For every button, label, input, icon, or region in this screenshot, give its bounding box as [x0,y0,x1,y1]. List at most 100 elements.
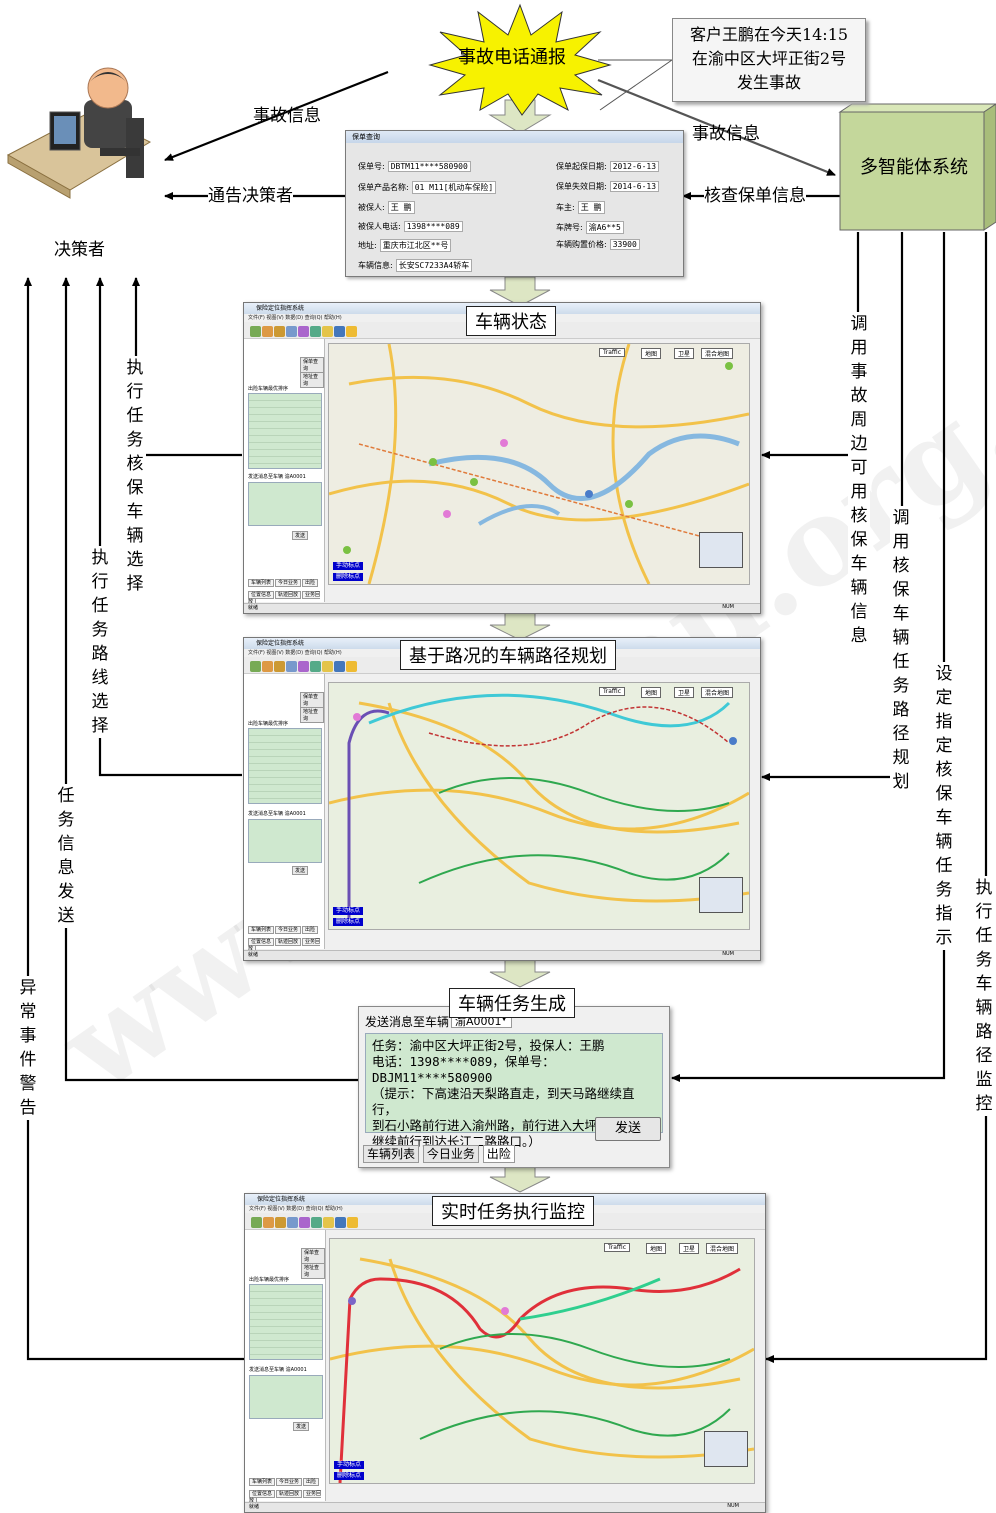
policy-end-value: 2014-6-13 [610,181,659,192]
map-view[interactable]: Traffic 地图 卫星 混合地图 手动标点 删除标点 [329,1238,755,1484]
policy-start-field: 保单起保日期:2012-6-13 [556,161,659,172]
task-generation-panel: 发送消息至车辆 渝A0001▼ 任务：渝中区大坪正街2号，投保人：王鹏 电话：1… [358,1006,670,1168]
sidebar-tabs[interactable]: 车辆列表今日业务出险 [248,926,319,933]
policy-start-value: 2012-6-13 [610,161,659,172]
traffic-button[interactable]: Traffic [604,1243,630,1252]
address-query-button[interactable]: 地址查询 [301,1263,325,1279]
hybrid-button[interactable]: 混合地图 [701,348,733,359]
vehicle-list[interactable] [248,393,322,469]
label-check-policy: 核查保单信息 [704,184,806,208]
app-sidebar: 保单查询 地址查询 出险车辆最优排序 发送消息至车辆 渝A0001 发送 车辆列… [245,1230,326,1501]
policy-price-value: 33900 [610,239,640,250]
satellite-button[interactable]: 卫星 [679,1243,699,1254]
minimap[interactable] [699,877,743,913]
map-roads [329,344,749,584]
send-to-label: 发送消息至车辆 渝A0001 [248,810,306,817]
minimap[interactable] [699,532,743,568]
accident-note-text: 客户王鹏在今天14:15 在渝中区大坪正街2号 发生事故 [673,19,865,95]
policy-product-value: 01 M11[机动车保险] [412,181,497,194]
task-send-button[interactable]: 发送 [595,1117,661,1141]
address-query-button[interactable]: 地址查询 [300,707,324,723]
vehicle-list[interactable] [248,728,322,804]
hybrid-button[interactable]: 混合地图 [706,1243,738,1254]
map-button[interactable]: 地图 [646,1243,666,1254]
manual-mark-button[interactable]: 手动标点 [333,907,363,915]
map-view[interactable]: Traffic 地图 卫星 混合地图 手动标点 删除标点 [328,682,750,930]
mas-label: 多智能体系统 [860,156,968,180]
status-bar: 就绪NUM [245,1502,765,1512]
policy-owner-label: 车主: [556,203,575,212]
tab-out[interactable]: 出险 [483,1145,515,1163]
policy-no-field: 保单号:DBTM11****580900 [358,161,471,172]
policy-query-window: 保单查询 保单号:DBTM11****580900 保单起保日期:2012-6-… [345,130,684,277]
policy-insured-value: 王 鹏 [388,201,415,214]
app-sidebar: 保单查询 地址查询 出险车辆最优排序 发送消息至车辆 渝A0001 发送 车辆列… [244,674,325,949]
vehicle-status-window: 保险定位指挥系统 文件(F) 视图(V) 数据(D) 查询(Q) 帮助(H) 保… [243,302,761,614]
map-roads [329,683,749,929]
map-roads [330,1239,754,1483]
map-view[interactable]: Traffic 地图 卫星 混合地图 手动标点 删除标点 [328,343,750,585]
policy-end-label: 保单失效日期: [556,182,607,191]
delete-mark-button[interactable]: 删除标点 [333,918,363,926]
label-exec-vehicle: 执行任务核保车辆选择 [124,356,146,596]
policy-address-value: 重庆市江北区**号 [380,239,452,252]
panel-title-task-gen: 车辆任务生成 [449,988,575,1018]
label-anomaly: 异常事件警告 [17,976,39,1120]
message-box[interactable] [249,1375,323,1419]
policy-product-field: 保单产品名称:01 M11[机动车保险] [358,181,496,194]
policy-vehicle-value: 长安SC7233A4轿车 [396,259,473,272]
manual-mark-button[interactable]: 手动标点 [334,1461,364,1469]
decision-maker-label: 决策者 [54,238,105,262]
satellite-button[interactable]: 卫星 [674,687,694,698]
task-send-label: 发送消息至车辆 [365,1013,449,1030]
label-accident-info-left: 事故信息 [253,104,321,128]
policy-price-field: 车辆购置价格:33900 [556,239,640,250]
decision-maker-figure [8,68,150,198]
tab-vehicle-list[interactable]: 车辆列表 [363,1145,419,1163]
message-box[interactable] [248,819,322,863]
sidebar-tabs[interactable]: 车辆列表今日业务出险 [249,1478,320,1485]
minimap[interactable] [704,1431,748,1467]
message-box[interactable] [248,482,322,526]
send-button[interactable]: 发送 [293,1422,309,1431]
hybrid-button[interactable]: 混合地图 [701,687,733,698]
policy-query-button[interactable]: 保单查询 [301,1248,325,1264]
send-button[interactable]: 发送 [292,866,308,875]
sidebar-tabs[interactable]: 车辆列表今日业务出险 [248,579,319,586]
label-call-nearby: 调用事故周边可用核保车辆信息 [848,312,870,648]
policy-window-title: 保单查询 [346,131,683,143]
event-label: 事故电话通报 [458,46,566,70]
list-title: 出险车辆最优排序 [249,1276,289,1283]
satellite-button[interactable]: 卫星 [674,348,694,359]
delete-mark-button[interactable]: 删除标点 [333,573,363,581]
policy-address-label: 地址: [358,241,377,250]
label-task-send: 任务信息发送 [55,784,77,928]
list-title: 出险车辆最优排序 [248,720,288,727]
label-accident-info-right: 事故信息 [692,122,760,146]
list-title: 出险车辆最优排序 [248,385,288,392]
policy-query-button[interactable]: 保单查询 [300,357,324,373]
address-query-button[interactable]: 地址查询 [300,372,324,388]
policy-vehicle-label: 车辆信息: [358,261,393,270]
map-button[interactable]: 地图 [641,348,661,359]
label-call-route: 调用核保车辆任务路径规划 [890,506,912,794]
tab-today[interactable]: 今日业务 [423,1145,479,1163]
manual-mark-button[interactable]: 手动标点 [333,562,363,570]
policy-price-label: 车辆购置价格: [556,240,607,249]
policy-phone-label: 被保人电话: [358,222,401,231]
panel-title-monitor: 实时任务执行监控 [432,1196,594,1226]
policy-owner-field: 车主:王 鹏 [556,201,605,214]
app-sidebar: 保单查询 地址查询 出险车辆最优排序 发送消息至车辆 渝A0001 发送 车辆列… [244,339,325,602]
policy-vehicle-field: 车辆信息:长安SC7233A4轿车 [358,259,472,272]
traffic-button[interactable]: Traffic [599,687,625,696]
delete-mark-button[interactable]: 删除标点 [334,1472,364,1480]
send-button[interactable]: 发送 [292,531,308,540]
policy-plate-field: 车牌号:渝A6**5 [556,221,624,234]
map-button[interactable]: 地图 [641,687,661,698]
traffic-button[interactable]: Traffic [599,348,625,357]
policy-owner-value: 王 鹏 [578,201,605,214]
task-tabs[interactable]: 车辆列表 今日业务 出险 [363,1145,515,1162]
vehicle-list[interactable] [249,1284,323,1360]
policy-query-button[interactable]: 保单查询 [300,692,324,708]
